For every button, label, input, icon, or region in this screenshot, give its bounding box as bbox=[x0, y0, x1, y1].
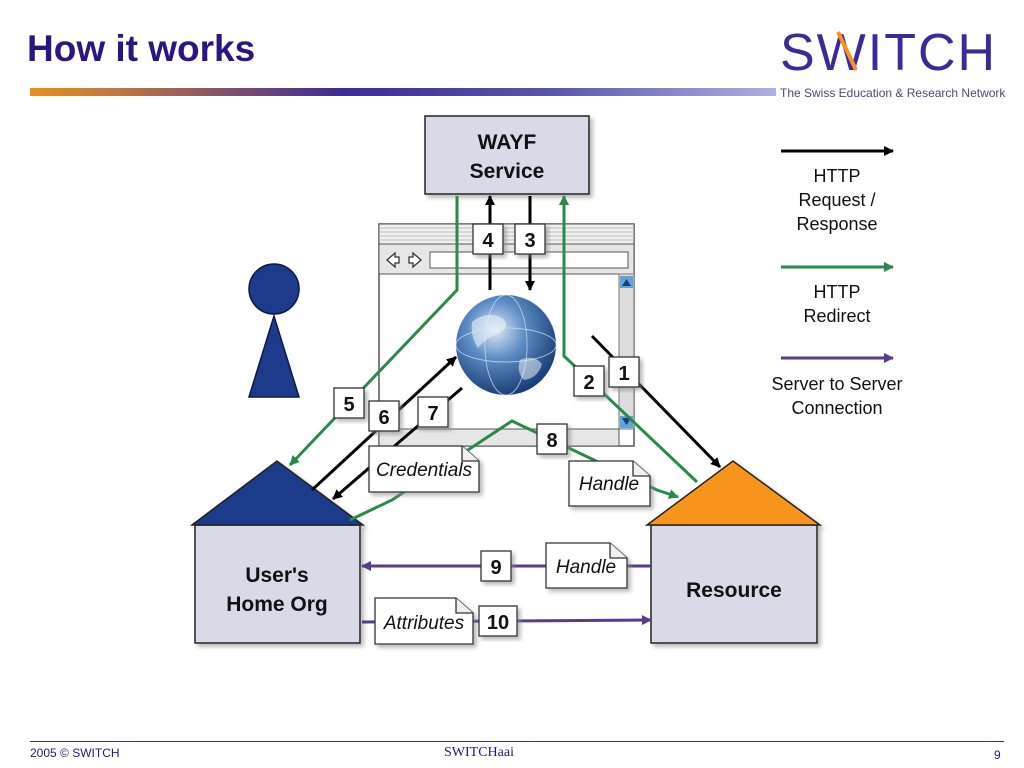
scroll-up-icon bbox=[622, 279, 631, 286]
logo-subtitle: The Swiss Education & Research Network bbox=[780, 86, 1006, 100]
step-badge-9: 9 bbox=[480, 550, 512, 582]
attributes-doc bbox=[374, 597, 474, 645]
svg-text:2: 2 bbox=[583, 372, 594, 394]
arrow-step-2 bbox=[559, 195, 699, 484]
logo-accent bbox=[836, 31, 858, 71]
svg-text:7: 7 bbox=[427, 403, 438, 425]
resource-label: Resource bbox=[686, 579, 782, 602]
svg-text:8: 8 bbox=[546, 430, 557, 452]
step-badge-1: 1 bbox=[608, 356, 640, 388]
legend-redirect-line2: Redirect bbox=[803, 306, 870, 326]
step-badge-7: 7 bbox=[417, 396, 449, 428]
svg-text:1: 1 bbox=[618, 363, 629, 385]
step-badge-5: 5 bbox=[333, 387, 365, 419]
footer-product-name: SWITCHaai bbox=[444, 745, 514, 760]
arrow-step-8 bbox=[349, 419, 679, 522]
home-org-label-line1: User's bbox=[245, 564, 308, 587]
step-badge-3: 3 bbox=[514, 223, 546, 255]
credentials-doc bbox=[368, 445, 480, 493]
browser-scrollbar bbox=[618, 273, 635, 430]
switch-logo: SWITCH bbox=[780, 26, 997, 74]
step-badge-4: 4 bbox=[472, 223, 504, 255]
step-badge-8: 8 bbox=[536, 423, 568, 455]
slide-title: How it works bbox=[27, 28, 256, 69]
resource-house bbox=[644, 460, 823, 644]
svg-text:4: 4 bbox=[482, 230, 494, 252]
wayf-label-line2: Service bbox=[470, 160, 545, 183]
credentials-doc-label: Credentials bbox=[376, 460, 473, 481]
scroll-down-icon bbox=[622, 418, 631, 425]
legend: HTTP Request / Response HTTP Redirect Se… bbox=[771, 146, 903, 418]
page-number: 9 bbox=[994, 748, 1001, 762]
legend-redirect-line1: HTTP bbox=[814, 282, 861, 302]
footer-divider bbox=[30, 741, 1004, 742]
home-org-label-line2: Home Org bbox=[226, 593, 328, 616]
legend-request-line1: HTTP bbox=[814, 166, 861, 186]
handle-upper-doc-label: Handle bbox=[579, 474, 639, 495]
legend-server-line2: Connection bbox=[791, 398, 882, 418]
wayf-label-line1: WAYF bbox=[478, 131, 537, 154]
handle-doc-lower bbox=[545, 542, 628, 589]
wayf-service-box bbox=[424, 115, 590, 195]
shibboleth-flow-diagram: WAYF Service User's Home Org Resource bbox=[189, 115, 903, 645]
handle-doc-upper bbox=[568, 460, 651, 507]
step-badge-2: 2 bbox=[573, 365, 605, 397]
svg-text:6: 6 bbox=[378, 407, 389, 429]
globe-icon bbox=[455, 294, 557, 396]
legend-request-line2: Request / bbox=[798, 190, 875, 210]
svg-text:3: 3 bbox=[524, 230, 535, 252]
home-org-house bbox=[189, 460, 366, 644]
legend-server-line1: Server to Server bbox=[771, 374, 902, 394]
step-badge-10: 10 bbox=[478, 605, 518, 637]
step-badge-6: 6 bbox=[368, 400, 400, 432]
handle-lower-doc-label: Handle bbox=[556, 557, 616, 578]
legend-request-line3: Response bbox=[796, 214, 877, 234]
logo-text: SWITCH bbox=[780, 26, 997, 74]
footer-copyright: 2005 © SWITCH bbox=[30, 746, 120, 760]
title-underline bbox=[30, 88, 776, 96]
svg-text:5: 5 bbox=[343, 394, 354, 416]
attributes-doc-label: Attributes bbox=[383, 613, 465, 634]
user-icon bbox=[247, 263, 301, 398]
svg-text:10: 10 bbox=[487, 612, 509, 634]
svg-text:9: 9 bbox=[490, 557, 501, 579]
browser-back-forward-icon bbox=[386, 251, 422, 269]
